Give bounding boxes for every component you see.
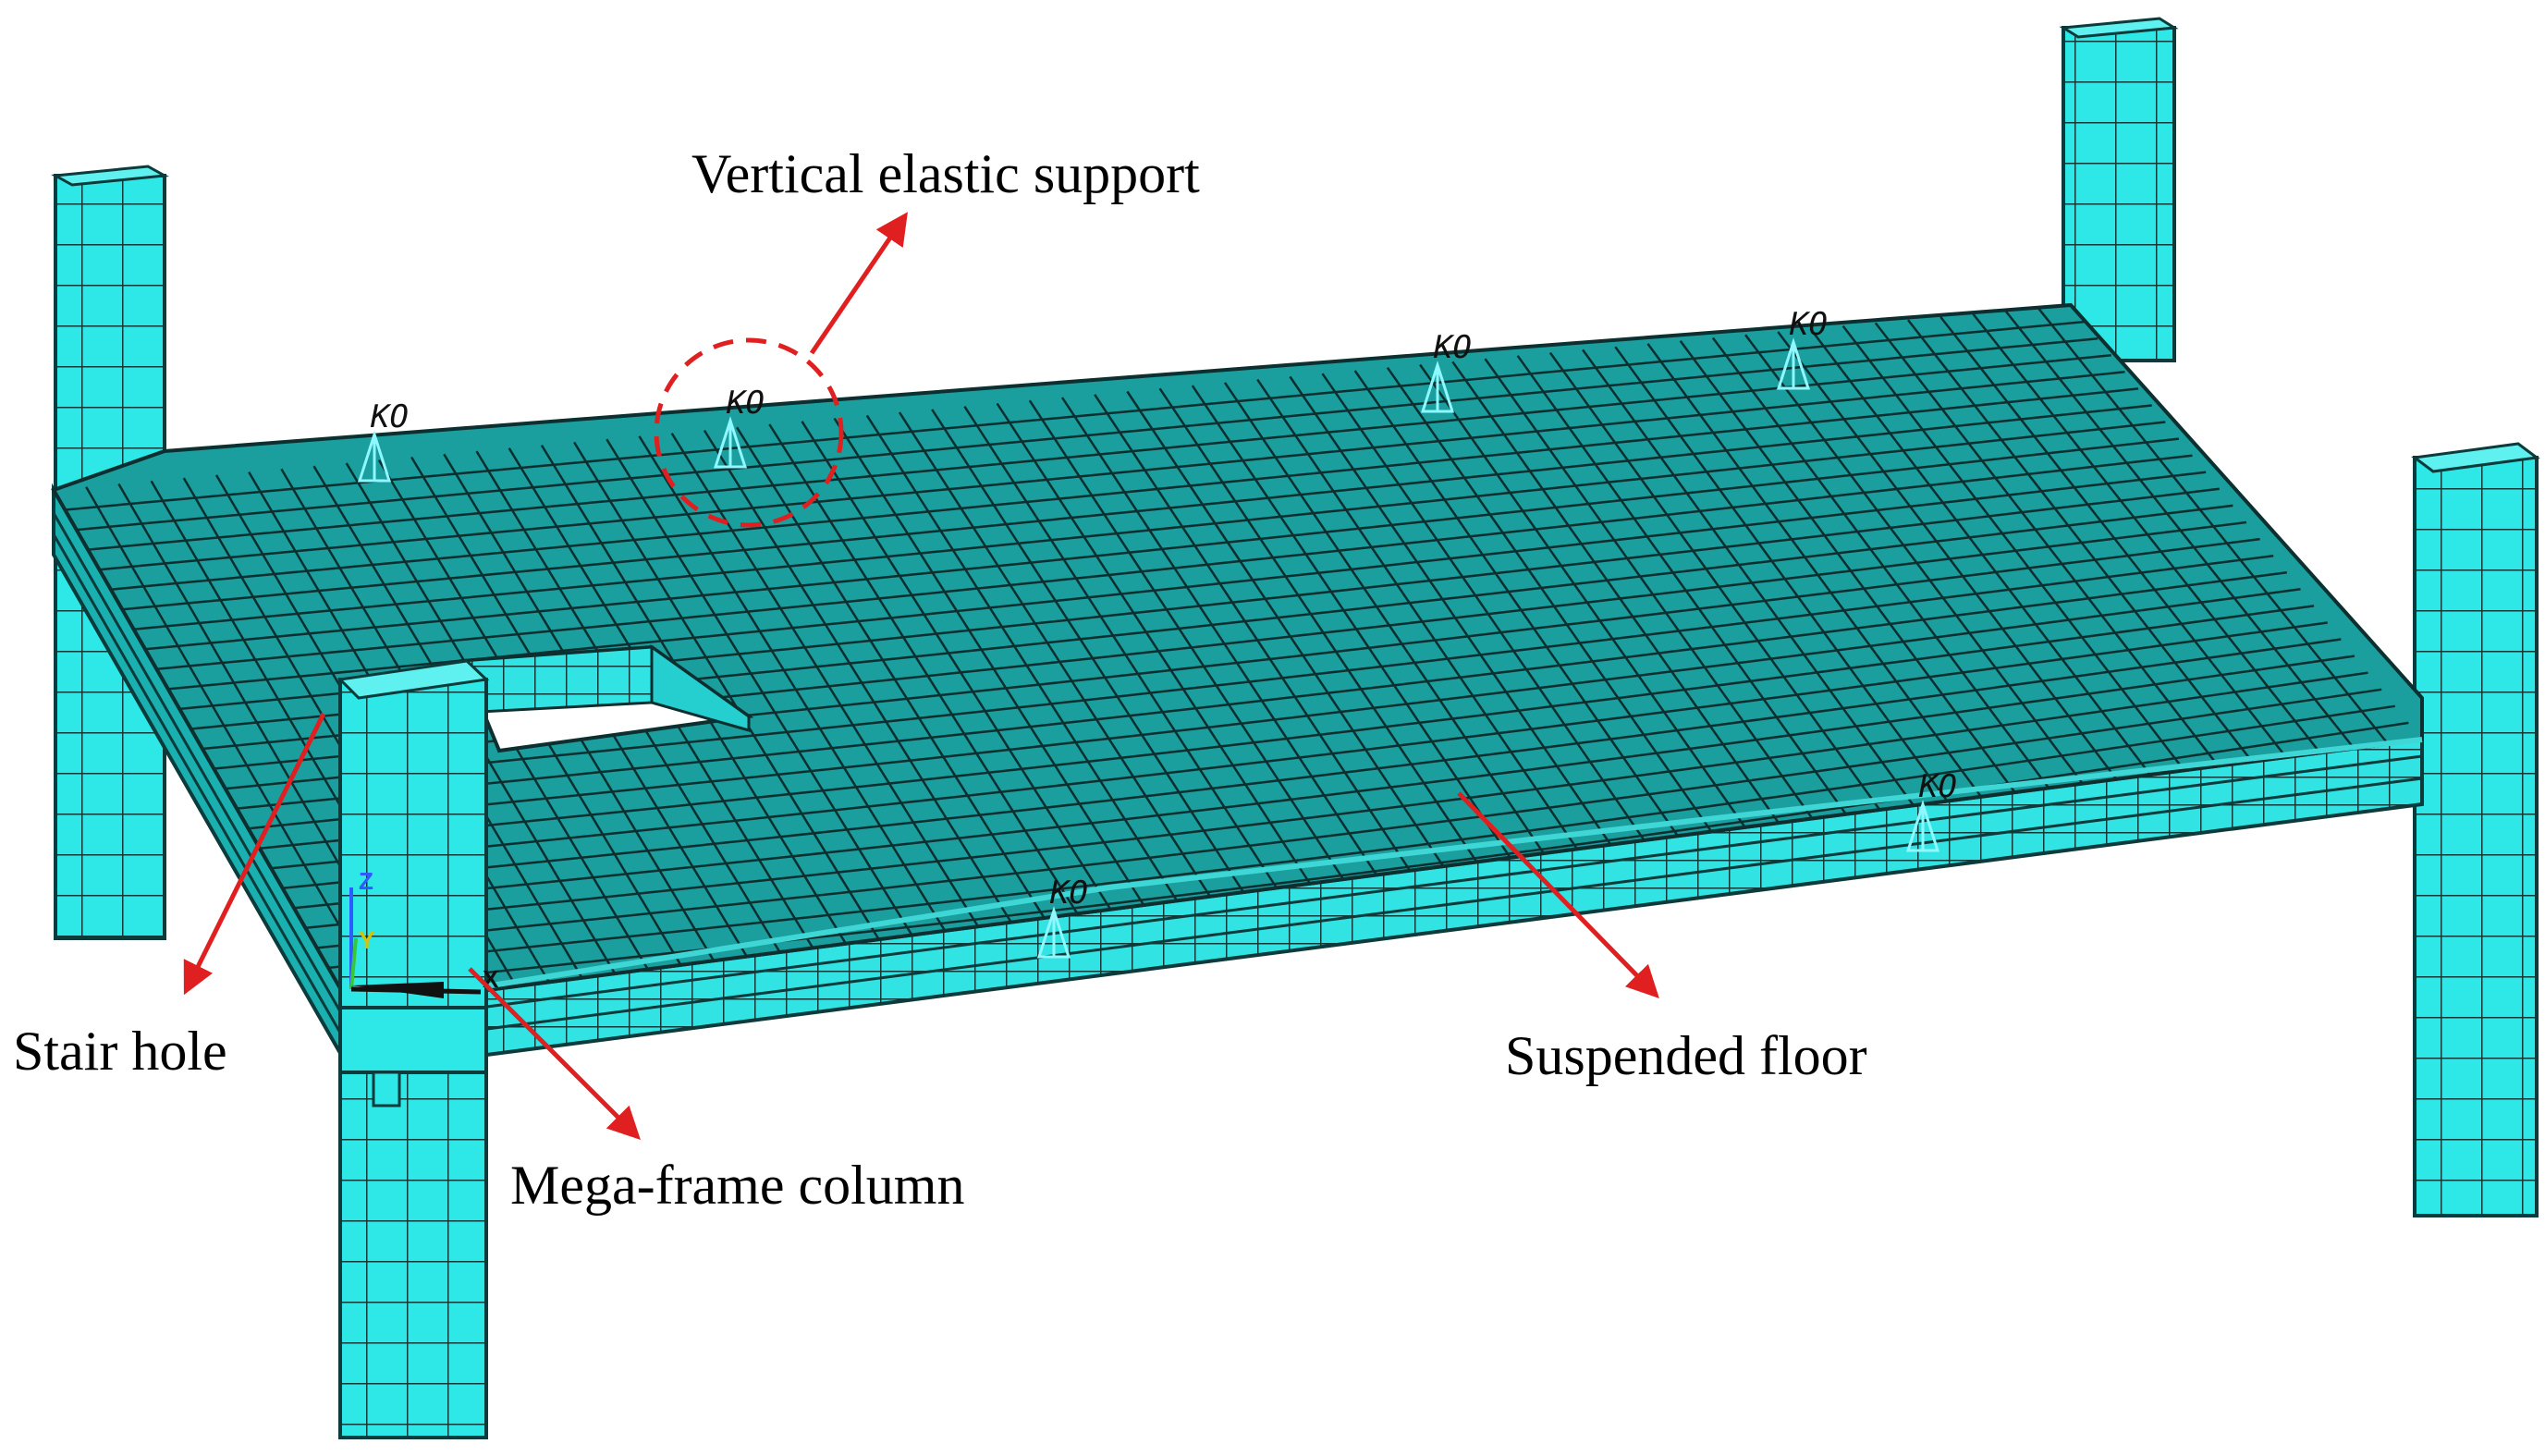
front-right-column xyxy=(2411,442,2540,1217)
support-label: KO xyxy=(1049,875,1088,912)
mega-frame-column-label: Mega-frame column xyxy=(510,1155,964,1216)
support-label: KO xyxy=(1918,768,1957,805)
support-marker: KO xyxy=(357,398,409,483)
mega-frame-column-arrow xyxy=(468,967,641,1140)
rear-right-column xyxy=(2059,17,2179,362)
support-marker: KO xyxy=(713,385,765,469)
support-label: KO xyxy=(370,398,409,435)
support-label: KO xyxy=(1433,329,1472,366)
suspended-floor-label: Suspended floor xyxy=(1505,1025,1867,1086)
y-axis-label: Y xyxy=(359,926,374,954)
annotation-suspended-floor: Suspended floor xyxy=(1457,791,1867,1086)
support-marker: KO xyxy=(1420,329,1472,413)
stair-hole-arrow xyxy=(183,712,326,996)
suspended-floor-slab xyxy=(51,302,2424,1010)
annotation-vertical-elastic-support: Vertical elastic support xyxy=(654,143,1200,528)
stair-hole xyxy=(459,644,754,753)
vertical-elastic-support-label: Vertical elastic support xyxy=(691,143,1200,204)
support-marker: KO xyxy=(1905,768,1957,852)
support-marker: KO xyxy=(1036,875,1088,959)
suspended-floor-arrow xyxy=(1457,791,1659,999)
support-arrow xyxy=(809,212,908,355)
support-label: KO xyxy=(726,385,765,422)
support-highlight-circle xyxy=(654,337,844,528)
stair-hole-label: Stair hole xyxy=(13,1021,227,1082)
support-marker: KO xyxy=(1776,306,1828,390)
support-label: KO xyxy=(1789,306,1828,343)
z-axis-label: Z xyxy=(359,867,373,895)
support-markers: KO KO KO KO KO KO xyxy=(357,306,1957,959)
annotation-mega-frame-column: Mega-frame column xyxy=(468,967,964,1216)
annotation-stair-hole: Stair hole xyxy=(13,712,326,1082)
front-left-column xyxy=(336,659,490,1439)
y-axis-icon xyxy=(349,937,358,990)
